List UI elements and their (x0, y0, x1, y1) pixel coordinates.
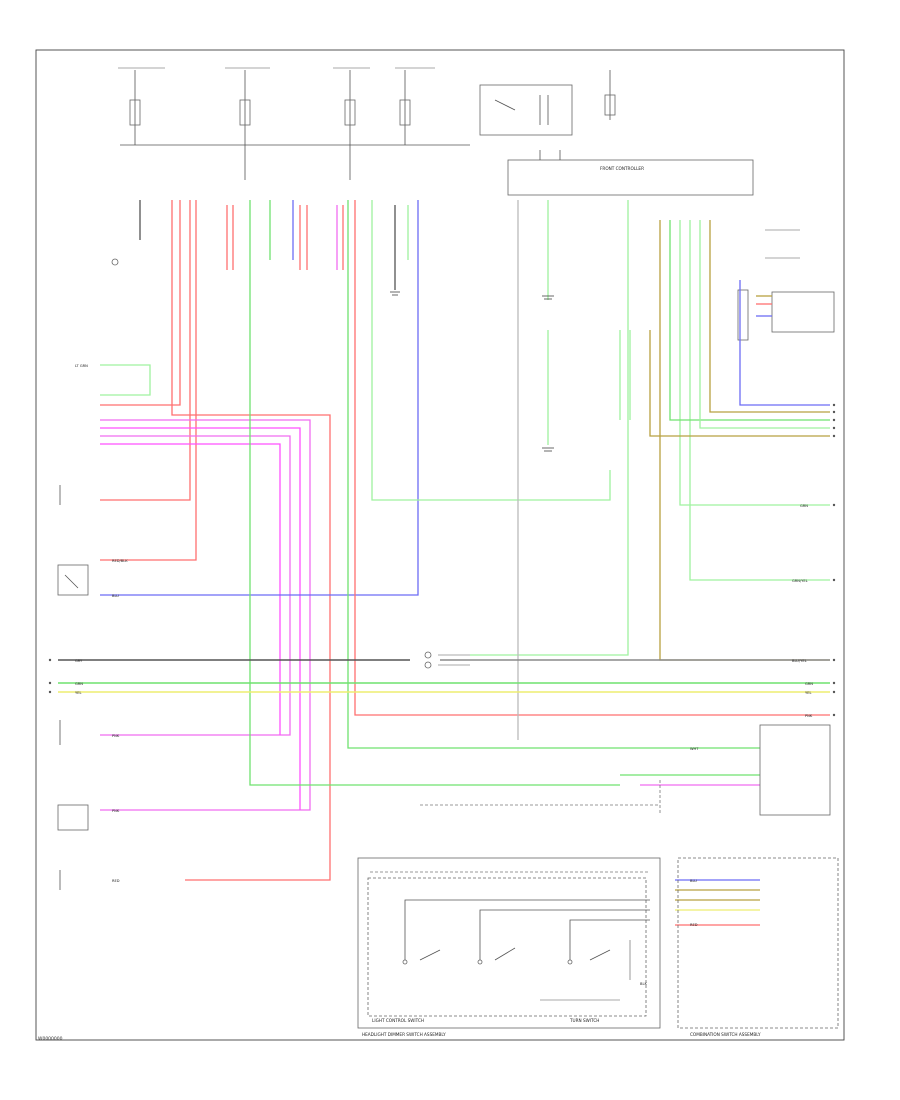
wire-tag-blu-right: BLU (690, 879, 697, 883)
combination-switch-assembly: COMBINATION SWITCH ASSEMBLY (677, 724, 839, 1037)
wire-tag-blu: BLU (112, 594, 119, 598)
wire-tag-wht: WHT (690, 747, 699, 751)
relay-icon (479, 70, 616, 136)
wire-tag-pnk-left-2: PNK (112, 809, 120, 813)
bottom-dashed-lines (420, 780, 661, 815)
wire-tag-gry: GRY (75, 659, 83, 663)
headlight-dimmer-switch-assembly: LIGHT CONTROL SWITCH TURN SWITCH HEADLIG… (357, 857, 661, 1037)
turn-switch-label: TURN SWITCH (569, 1018, 599, 1023)
front-controller-module: FRONT CONTROLLER (507, 150, 754, 196)
diagram-frame (35, 49, 845, 1041)
wire-tag-pnk-left: PNK (112, 734, 120, 738)
front-controller-label: FRONT CONTROLLER (600, 166, 644, 171)
wire-tag-yel: YEL (805, 691, 811, 695)
diagram-code: W0000000 (38, 1037, 63, 1042)
wire-tag-blu-yel: BLU/YEL (792, 659, 807, 663)
right-terminals (48, 403, 836, 717)
wire-tag-grn-2: GRN (805, 682, 813, 686)
wire-tag-pnk: PNK (805, 714, 813, 718)
connector-stubs (139, 200, 409, 290)
wire-tag-red-blk: RED/BLK (112, 559, 128, 563)
middle-connector (424, 651, 470, 669)
wire-tag-grn-yel: GRN/YEL (792, 579, 808, 583)
wire-tag-grn-left: GRN (75, 682, 83, 686)
fuse-block-area (118, 67, 470, 180)
combination-switch-label: COMBINATION SWITCH ASSEMBLY (690, 1032, 761, 1037)
right-wire-tags: GRN GRN/YEL BLU/YEL GRN YEL PNK LT GRN G… (75, 364, 813, 986)
wire-tag-lt-grn: LT GRN (75, 364, 88, 368)
wire-tag-yel-left: YEL (75, 691, 81, 695)
ground-symbols (390, 291, 554, 452)
wire-tag-blk: BLK (640, 982, 647, 986)
headlight-dimmer-label: HEADLIGHT DIMMER SWITCH ASSEMBLY (362, 1032, 446, 1037)
light-control-switch-label: LIGHT CONTROL SWITCH (372, 1018, 424, 1023)
wire-harness (58, 200, 830, 926)
wire-tag-grn: GRN (800, 504, 808, 508)
wire-tag-red-left: RED (112, 879, 120, 883)
right-top-labels (737, 229, 835, 341)
left-components (57, 258, 119, 890)
wire-tag-red-right: RED (690, 923, 698, 927)
